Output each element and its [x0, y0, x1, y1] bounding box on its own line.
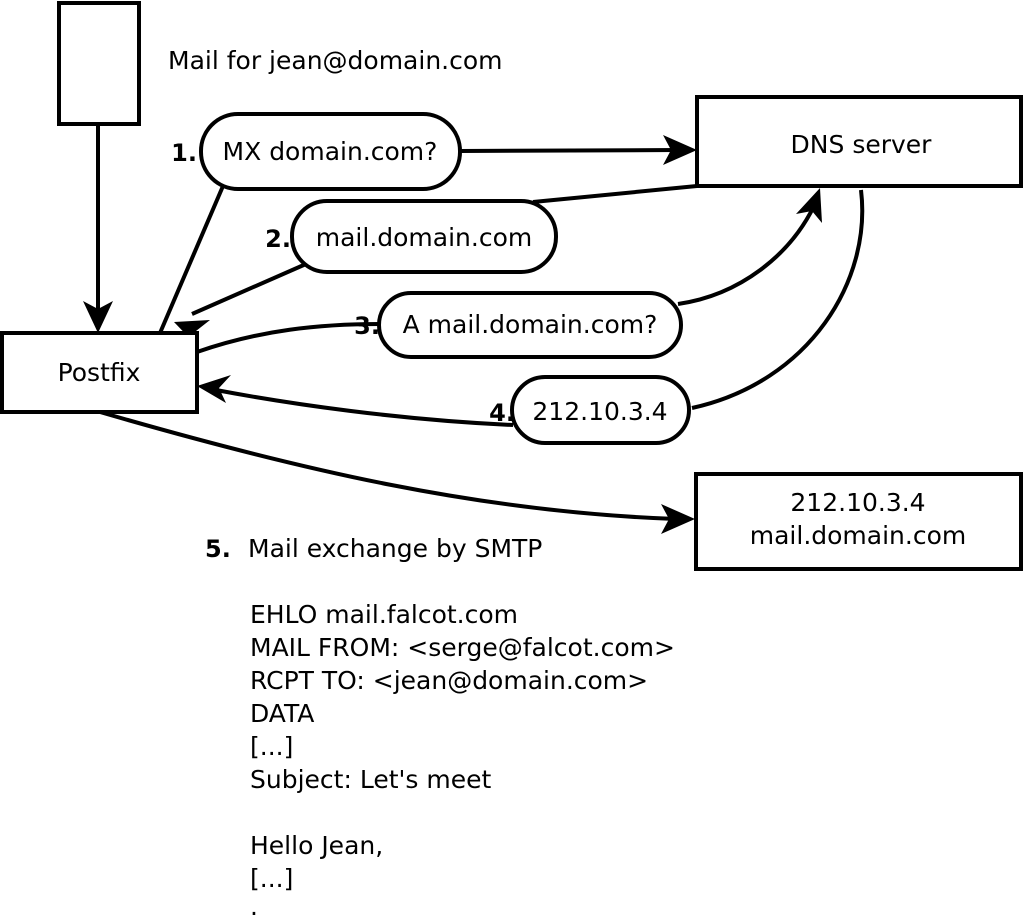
transcript-line-3: DATA — [250, 699, 314, 728]
step-5-number: 5. — [205, 535, 231, 563]
mail-target-host-label: mail.domain.com — [750, 521, 966, 550]
edge-step3-to-dns — [677, 188, 822, 306]
edge-postfix-to-target — [99, 410, 695, 534]
transcript-line-1: MAIL FROM: <serge@falcot.com> — [250, 633, 675, 662]
arrowhead-step1-dns — [663, 135, 697, 165]
mail-target-ip-label: 212.10.3.4 — [790, 488, 925, 517]
step-1-number: 1. — [171, 139, 197, 167]
step-3-pill[interactable]: A mail.domain.com? — [377, 291, 683, 359]
step-1-pill[interactable]: MX domain.com? — [199, 112, 462, 191]
transcript-line-10: . — [250, 892, 258, 919]
edge-step1-to-dns — [459, 135, 697, 165]
arrowhead-step3-dns — [796, 188, 822, 223]
arrowhead-client-postfix — [83, 301, 113, 333]
postfix-box-label: Postfix — [58, 358, 141, 387]
step-3-number: 3. — [354, 312, 380, 340]
edge-postfix-to-step1 — [158, 185, 225, 334]
edge-step4-to-postfix — [197, 375, 514, 427]
edge-client-to-postfix — [83, 124, 113, 333]
step-2-number: 2. — [265, 225, 291, 253]
mail-for-note: Mail for jean@domain.com — [168, 46, 503, 75]
postfix-box[interactable]: Postfix — [0, 331, 199, 414]
transcript-line-7: Hello Jean, — [250, 831, 383, 860]
mail-target-box[interactable]: 212.10.3.4 mail.domain.com — [694, 472, 1023, 571]
transcript-line-2: RCPT TO: <jean@domain.com> — [250, 666, 648, 695]
dns-server-box[interactable]: DNS server — [695, 95, 1023, 188]
transcript-line-8: [...] — [250, 864, 293, 893]
step-4-label: 212.10.3.4 — [532, 397, 667, 426]
edge-dns-to-step4 — [691, 189, 865, 410]
step-5-caption: Mail exchange by SMTP — [248, 534, 542, 563]
arrowhead-step4-postfix — [197, 375, 231, 403]
step-2-pill[interactable]: mail.domain.com — [290, 199, 558, 274]
step-4-number: 4. — [489, 399, 515, 427]
client-box[interactable] — [57, 1, 141, 126]
step-1-label: MX domain.com? — [223, 137, 438, 166]
transcript-line-4: [...] — [250, 732, 293, 761]
edge-dns-to-step2 — [532, 184, 698, 204]
transcript-line-0: EHLO mail.falcot.com — [250, 600, 518, 629]
edge-postfix-to-step3 — [196, 322, 381, 354]
transcript-line-5: Subject: Let's meet — [250, 765, 491, 794]
step-2-label: mail.domain.com — [316, 223, 532, 252]
step-4-pill[interactable]: 212.10.3.4 — [510, 375, 691, 445]
dns-server-box-label: DNS server — [791, 130, 933, 159]
arrowhead-postfix-target — [661, 504, 695, 534]
step-3-label: A mail.domain.com? — [403, 310, 658, 339]
